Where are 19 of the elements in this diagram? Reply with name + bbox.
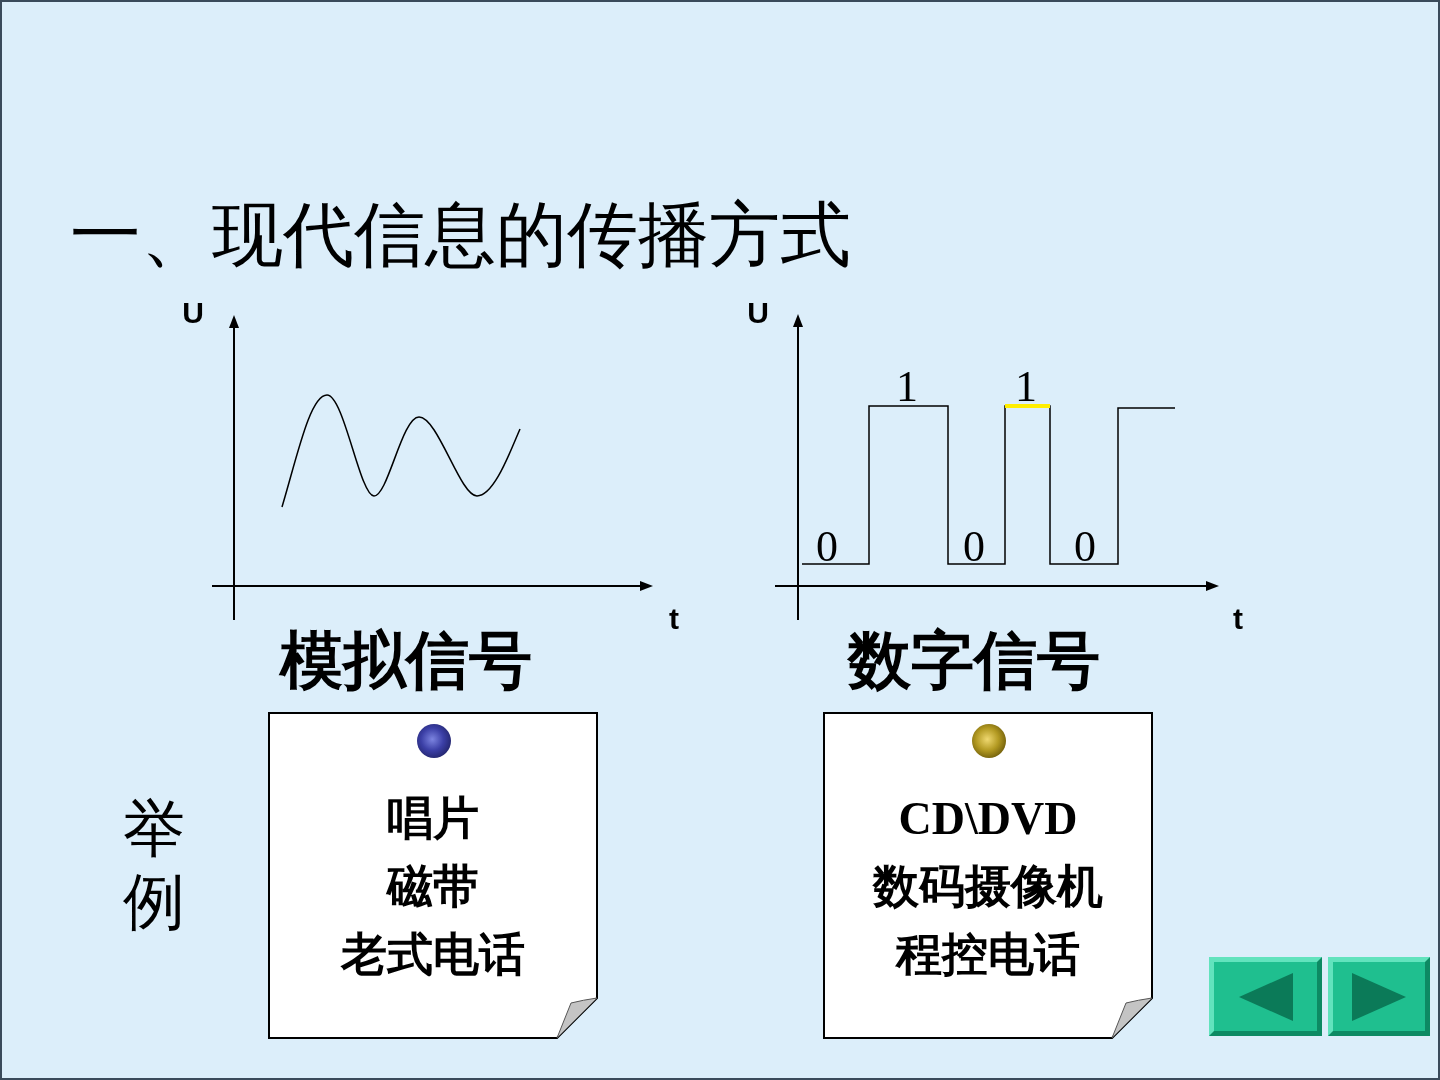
example-text: 数码摄像机 — [873, 860, 1103, 914]
bit-label: 1 — [1015, 365, 1037, 409]
side-label: 举例 — [122, 793, 186, 938]
sticky-note — [268, 712, 598, 1039]
example-text: 唱片 — [387, 792, 479, 846]
example-text: 老式电话 — [341, 928, 525, 982]
axis-label: t — [1233, 604, 1243, 634]
axis-label: t — [669, 604, 679, 634]
slide-title: 一、现代信息的传播方式 — [70, 198, 851, 270]
axis-label: U — [747, 298, 769, 328]
example-text: 程控电话 — [896, 928, 1080, 982]
sticky-note — [823, 712, 1153, 1039]
example-text: 磁带 — [387, 860, 479, 914]
bit-label: 0 — [1074, 525, 1096, 569]
bit-label: 1 — [896, 365, 918, 409]
bit-label: 0 — [963, 525, 985, 569]
bit-label: 0 — [816, 525, 838, 569]
axis-label: U — [182, 298, 204, 328]
example-text: CD\DVD — [898, 792, 1078, 846]
